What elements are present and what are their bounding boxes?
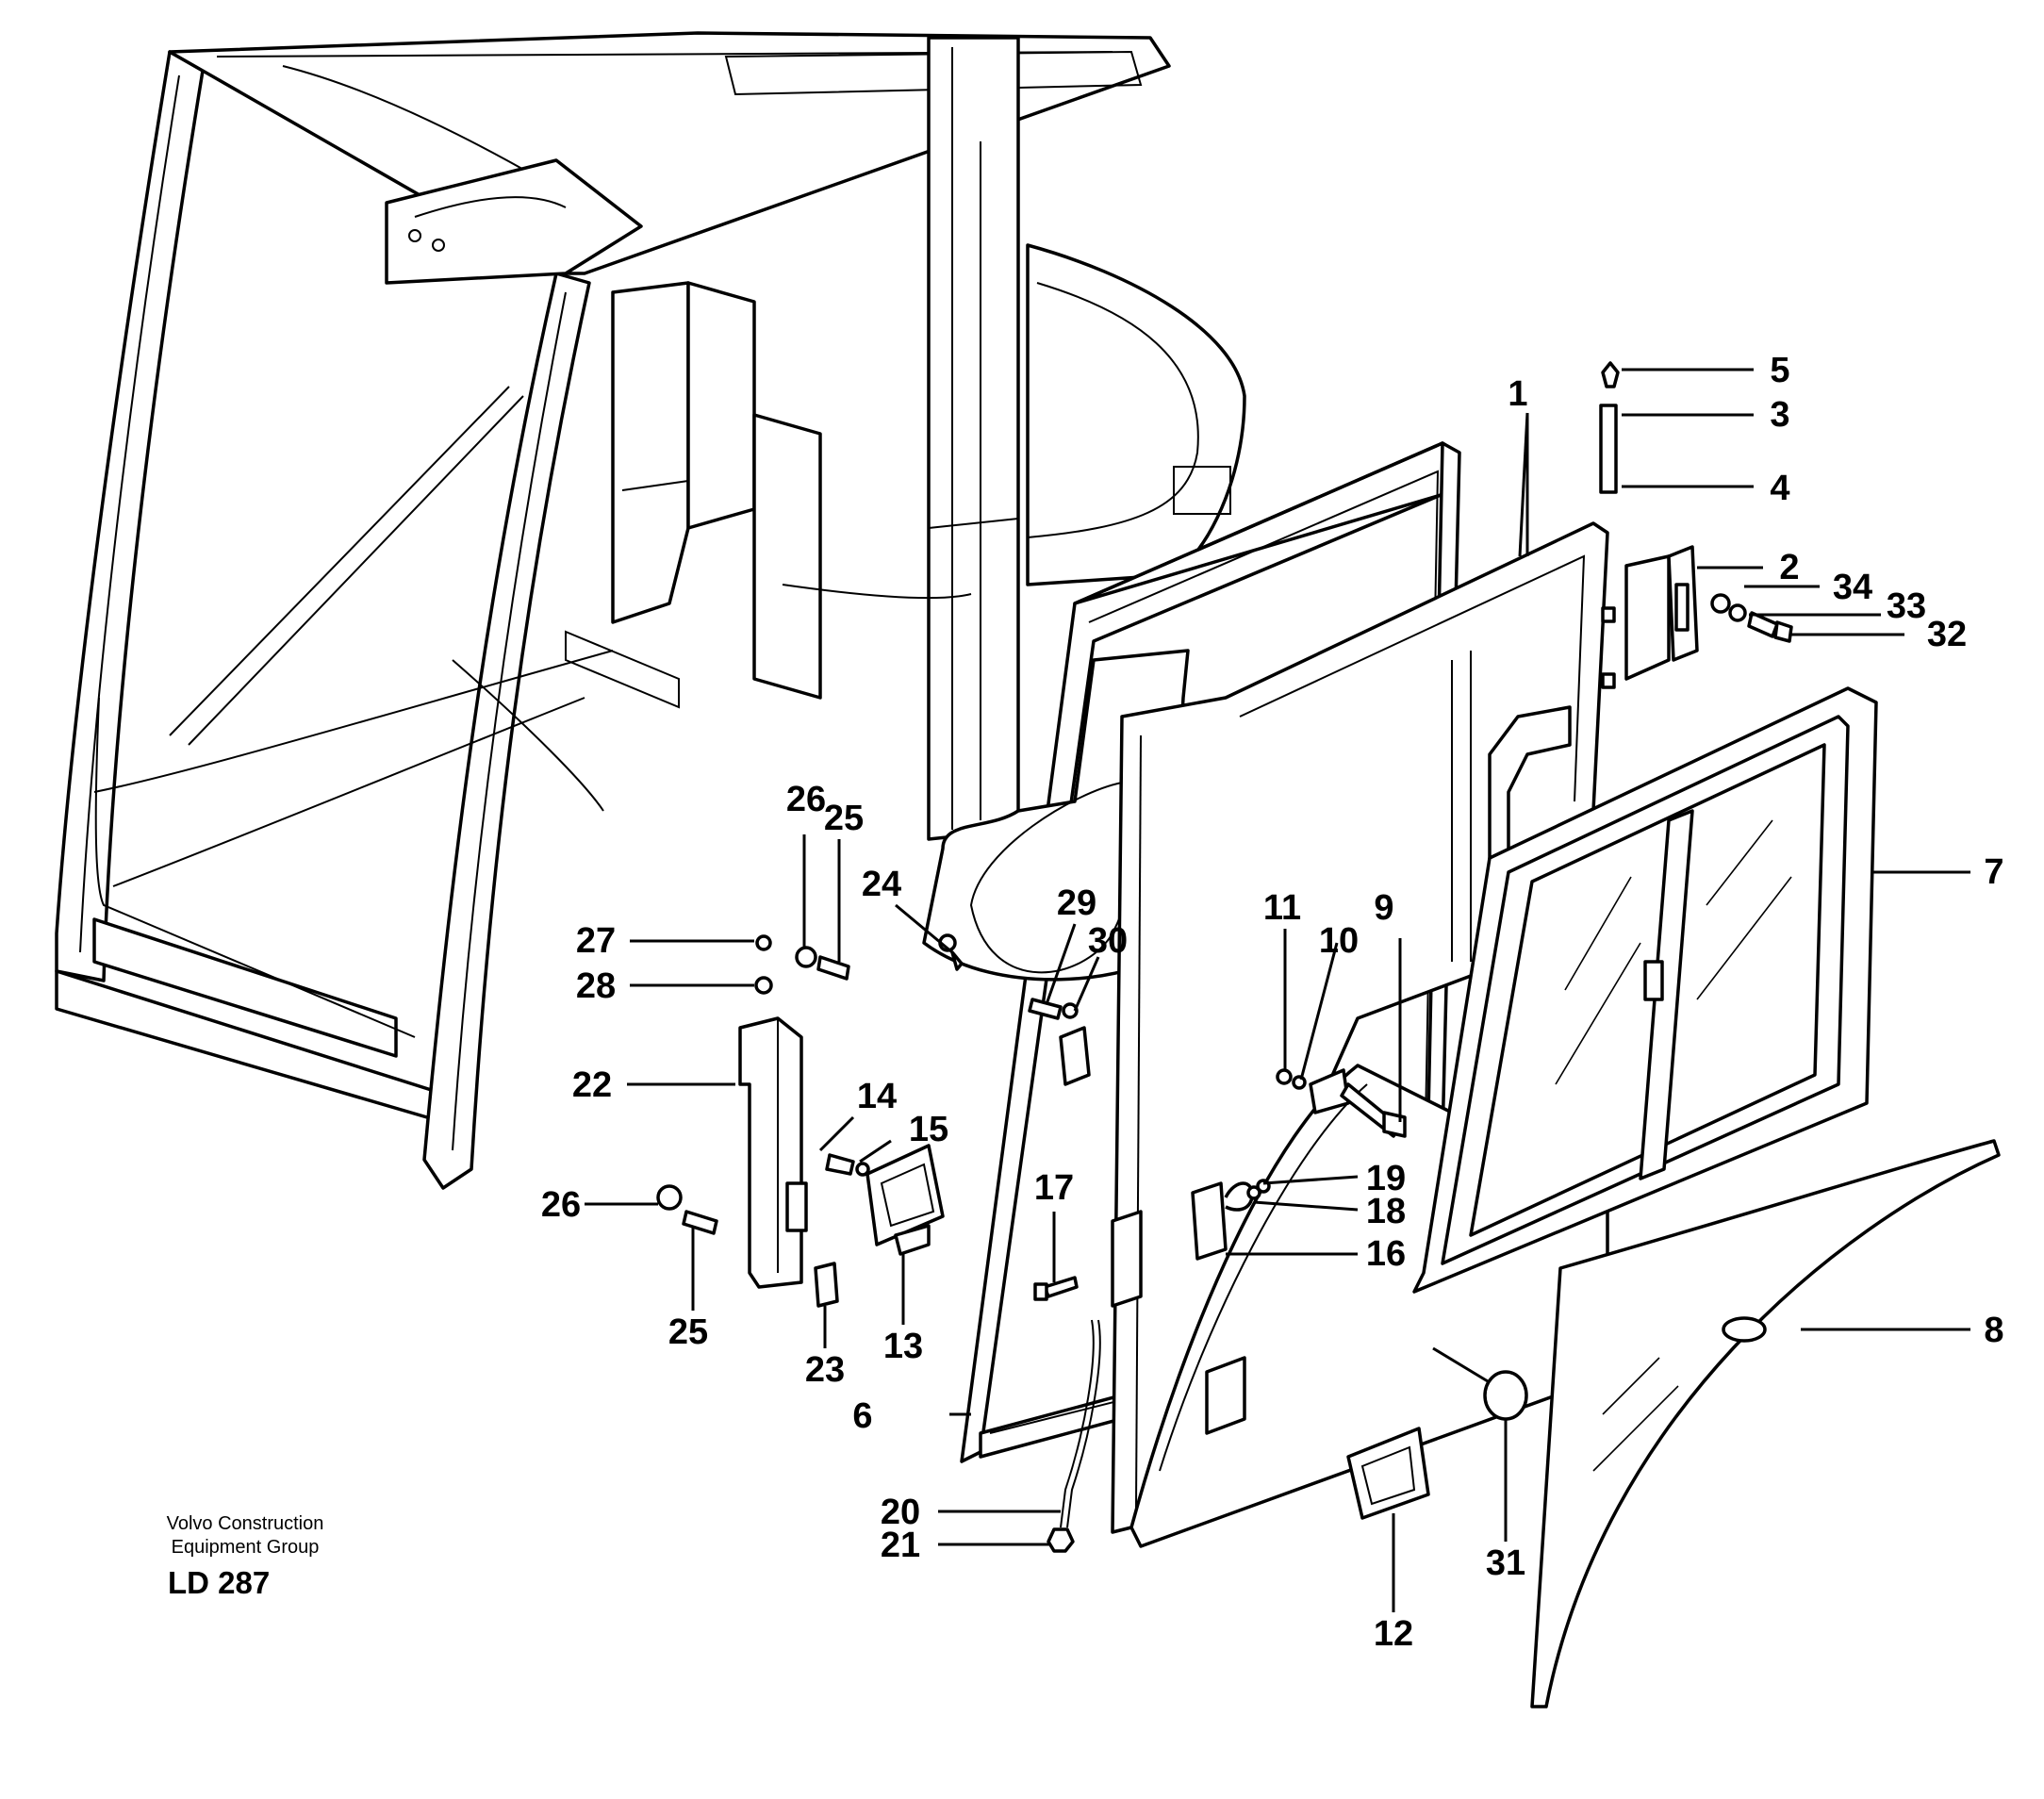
callout-32: 32 <box>1927 615 1967 654</box>
callout-25b: 25 <box>668 1312 708 1352</box>
callout-7: 7 <box>1984 852 2003 892</box>
callout-17: 17 <box>1034 1168 1074 1208</box>
callout-labels: 1 2 3 4 5 34 33 32 7 8 6 9 10 11 12 13 1… <box>541 351 2004 1654</box>
callout-18: 18 <box>1366 1192 1406 1231</box>
callout-24: 24 <box>862 865 901 904</box>
drawing-id: LD 287 <box>168 1565 271 1600</box>
callout-19: 19 <box>1366 1159 1406 1198</box>
callout-6: 6 <box>852 1396 872 1436</box>
callout-31: 31 <box>1486 1543 1525 1583</box>
callout-22: 22 <box>572 1065 612 1105</box>
callout-25a: 25 <box>824 799 864 838</box>
handle-hardware <box>825 1144 1528 1520</box>
lower-door-glass <box>1530 1139 2001 1708</box>
callout-13: 13 <box>883 1327 923 1366</box>
callout-26a: 26 <box>786 780 826 819</box>
callout-8: 8 <box>1984 1311 2003 1350</box>
callout-23: 23 <box>805 1350 845 1390</box>
callout-20: 20 <box>881 1493 920 1532</box>
callout-1: 1 <box>1508 374 1527 414</box>
company-name-line-2: Equipment Group <box>171 1537 320 1558</box>
callout-12: 12 <box>1374 1614 1413 1654</box>
hinge-hardware <box>1599 361 1793 689</box>
callout-15: 15 <box>909 1110 948 1149</box>
callout-27: 27 <box>576 921 616 961</box>
callout-11: 11 <box>1263 888 1301 928</box>
leader-lines <box>585 368 1970 1612</box>
callout-26b: 26 <box>541 1185 581 1225</box>
callout-34: 34 <box>1833 568 1872 607</box>
callout-2: 2 <box>1779 548 1799 587</box>
callout-29: 29 <box>1057 883 1096 923</box>
callout-21: 21 <box>881 1526 920 1565</box>
callout-14: 14 <box>857 1077 897 1116</box>
callout-3: 3 <box>1770 395 1789 435</box>
callout-5: 5 <box>1770 351 1789 390</box>
callout-9: 9 <box>1374 888 1393 928</box>
company-name-line-1: Volvo Construction <box>166 1513 324 1534</box>
cab-frame <box>55 31 1246 1190</box>
callout-10: 10 <box>1319 921 1359 961</box>
callout-30: 30 <box>1088 921 1128 961</box>
lock-hardware <box>1033 1068 1407 1553</box>
sliding-window <box>1412 686 1878 1294</box>
door-stop-bracket <box>656 933 1091 1308</box>
callout-4: 4 <box>1770 469 1789 508</box>
callout-28: 28 <box>576 966 616 1006</box>
callout-33: 33 <box>1887 586 1926 626</box>
callout-16: 16 <box>1366 1234 1406 1274</box>
